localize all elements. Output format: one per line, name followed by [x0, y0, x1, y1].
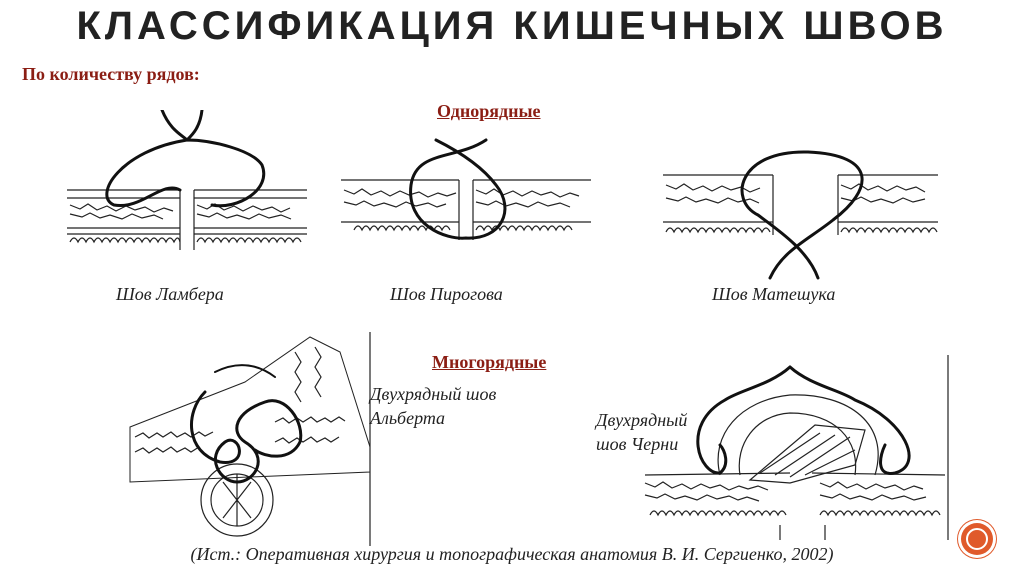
- subtitle: По количеству рядов:: [22, 64, 200, 85]
- caption-mateshuk: Шов Матешука: [712, 284, 835, 305]
- czerny-suture-illustration: [640, 355, 952, 540]
- single-row-label: Однорядные: [437, 101, 541, 122]
- caption-albert-line1: Двухрядный шов: [370, 382, 496, 406]
- mateshuk-suture-illustration: [658, 140, 943, 285]
- pirogov-suture-illustration: [336, 130, 596, 270]
- source-citation: (Ист.: Оперативная хирургия и топографич…: [0, 544, 1024, 565]
- circle-icon: [966, 528, 988, 550]
- albert-suture-illustration: [125, 332, 375, 546]
- lambert-suture-illustration: [62, 110, 312, 270]
- slide-title: КЛАССИФИКАЦИЯ КИШЕЧНЫХ ШВОВ: [0, 4, 1024, 49]
- caption-albert-line2: Альберта: [370, 406, 496, 430]
- caption-albert: Двухрядный шов Альберта: [370, 382, 496, 430]
- caption-pirogov: Шов Пирогова: [390, 284, 503, 305]
- caption-lambert: Шов Ламбера: [116, 284, 224, 305]
- multi-row-label: Многорядные: [432, 352, 546, 373]
- next-slide-button[interactable]: [958, 520, 996, 558]
